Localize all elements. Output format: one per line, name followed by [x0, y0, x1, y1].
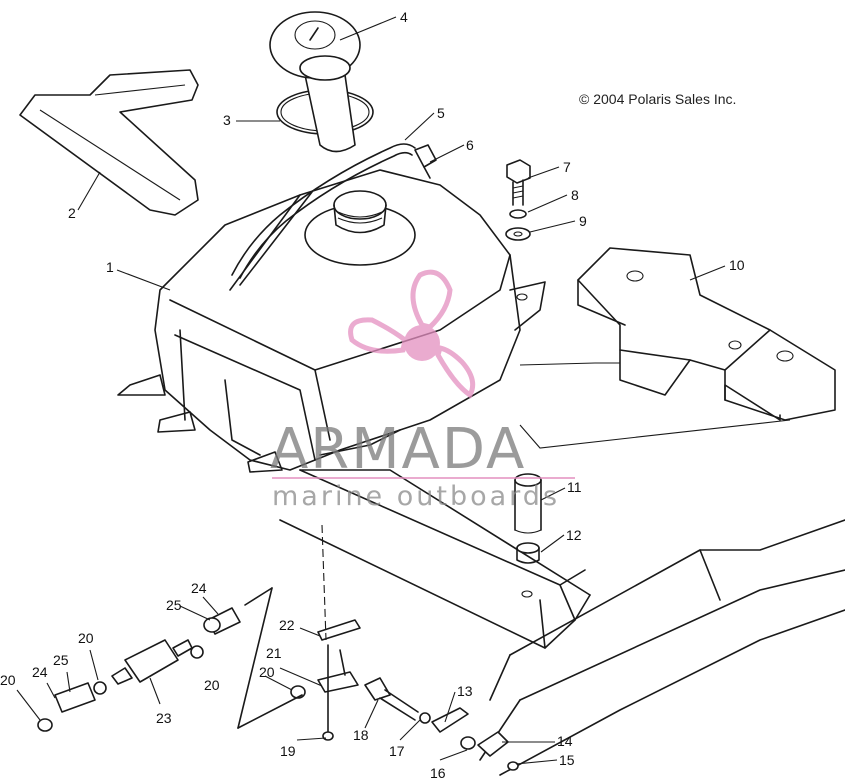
callout-23: 23 — [156, 710, 172, 726]
watermark-hub — [404, 325, 440, 361]
callout-14: 14 — [557, 733, 573, 749]
callout-10: 10 — [729, 257, 745, 273]
watermark-brand: ARMADA — [270, 417, 526, 482]
callout-12: 12 — [566, 527, 582, 543]
callout-7: 7 — [563, 159, 571, 175]
bolt-washers — [505, 159, 531, 241]
callout-1: 1 — [106, 259, 114, 275]
leader-lines — [16, 16, 791, 765]
copyright-text: © 2004 Polaris Sales Inc. — [579, 91, 736, 107]
callout-22: 22 — [279, 617, 295, 633]
callout-21: 21 — [266, 645, 282, 661]
frame-rails — [279, 469, 845, 776]
callout-25-left: 25 — [53, 652, 69, 668]
callout-20-left: 20 — [0, 672, 16, 688]
fuel-tank — [117, 169, 546, 473]
callout-5: 5 — [437, 105, 445, 121]
callout-15: 15 — [559, 752, 575, 768]
fuel-cap — [269, 11, 361, 153]
callout-3: 3 — [223, 112, 231, 128]
seat-bracket — [577, 247, 836, 421]
callout-20-mid: 20 — [78, 630, 94, 646]
callout-13: 13 — [457, 683, 473, 699]
callout-25-right: 25 — [166, 597, 182, 613]
callout-8: 8 — [571, 187, 579, 203]
vent-fitting — [414, 144, 437, 179]
vent-hose — [231, 143, 416, 276]
callout-20-bracket: 20 — [259, 664, 275, 680]
fuel-line-assembly — [37, 524, 519, 771]
callout-11: 11 — [567, 479, 582, 495]
callout-17: 17 — [389, 743, 405, 759]
watermark-logo — [348, 269, 476, 399]
watermark-tagline: marine outboards — [272, 481, 560, 512]
callout-2: 2 — [68, 205, 76, 221]
callout-20-right: 20 — [204, 677, 220, 693]
callout-24-left: 24 — [32, 664, 48, 680]
tank-pad — [19, 69, 199, 216]
callout-16: 16 — [430, 765, 446, 781]
callout-6: 6 — [466, 137, 474, 153]
callout-24-right: 24 — [191, 580, 207, 596]
callout-4: 4 — [400, 9, 408, 25]
callout-18: 18 — [353, 727, 369, 743]
callout-19: 19 — [280, 743, 296, 759]
callout-9: 9 — [579, 213, 587, 229]
